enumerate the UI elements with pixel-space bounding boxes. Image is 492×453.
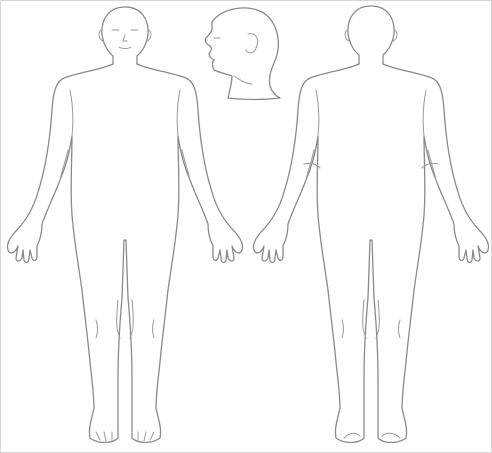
back-elbows — [304, 163, 438, 168]
side-head-outline — [205, 8, 280, 100]
head-side-view-figure — [205, 8, 280, 100]
back-inner-legs — [342, 300, 400, 338]
back-body-outline — [253, 64, 488, 443]
back-ears — [345, 30, 397, 41]
front-view-figure — [7, 7, 242, 443]
front-feet — [96, 432, 154, 441]
back-feet — [344, 433, 400, 438]
front-face — [112, 30, 138, 49]
front-inner-legs — [96, 300, 154, 338]
side-neck — [234, 76, 252, 84]
back-head — [348, 6, 394, 64]
front-body-outline — [7, 64, 242, 443]
front-inner-arms — [60, 90, 190, 180]
side-ear — [246, 34, 258, 53]
back-inner-arms — [306, 90, 436, 180]
back-view-figure — [253, 6, 488, 443]
